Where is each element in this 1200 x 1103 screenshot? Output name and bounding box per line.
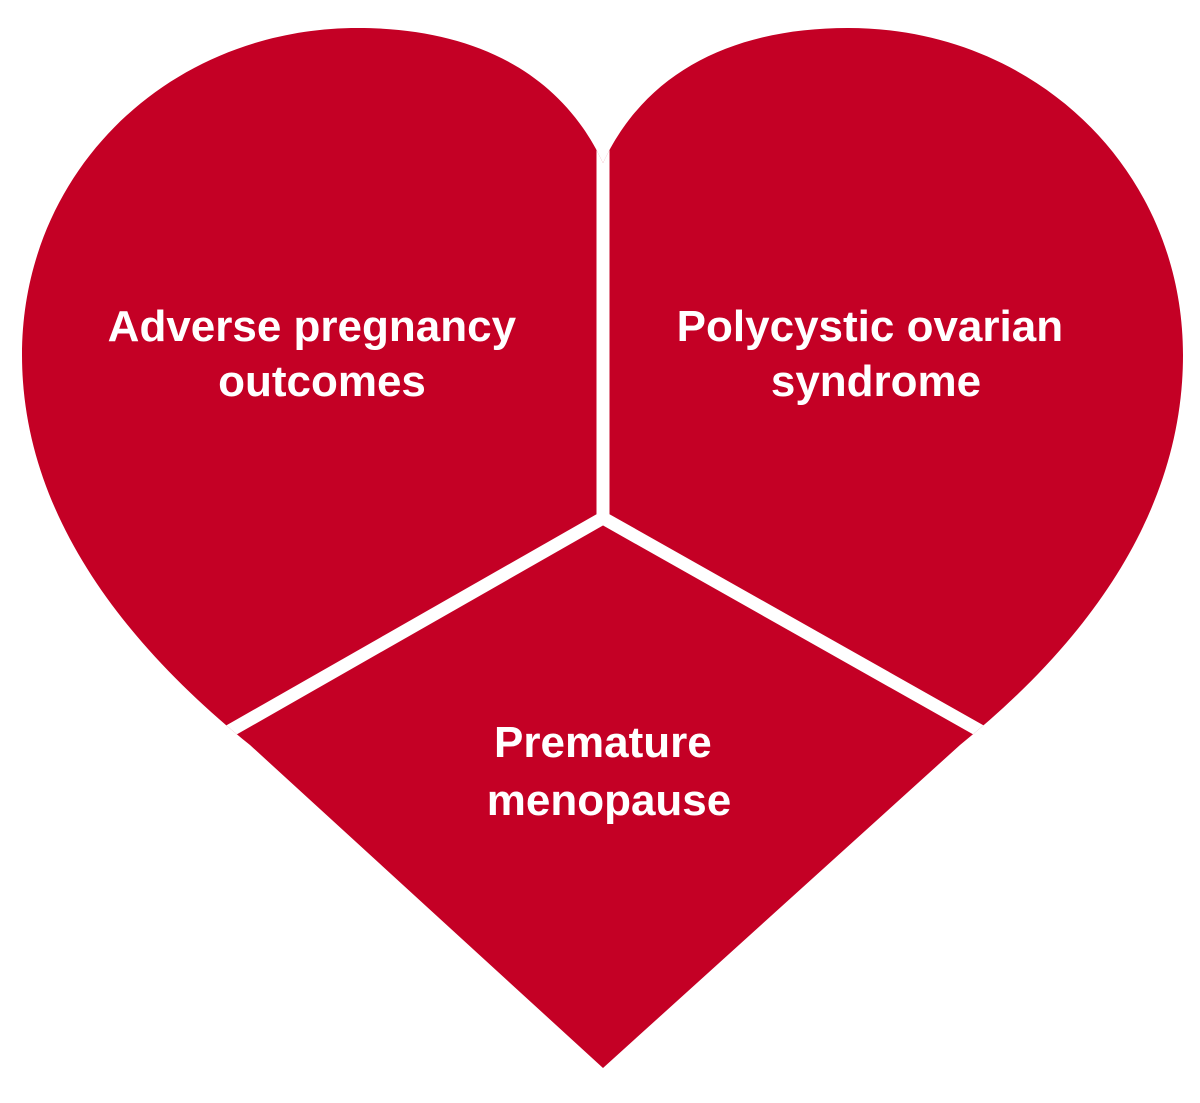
segment-adverse-pregnancy-outcomes xyxy=(22,28,603,862)
label-premature-line1: Premature xyxy=(494,718,712,767)
label-adverse-line2: outcomes xyxy=(218,357,426,406)
label-polycystic-line2: syndrome xyxy=(771,357,981,406)
label-polycystic-ovarian-syndrome: Polycystic ovarian syndrome xyxy=(677,302,1076,406)
label-polycystic-line1: Polycystic ovarian xyxy=(677,302,1063,351)
label-adverse-pregnancy-outcomes: Adverse pregnancy outcomes xyxy=(108,302,529,406)
label-premature-menopause: Premature menopause xyxy=(487,718,732,825)
segment-polycystic-ovarian-syndrome xyxy=(603,28,1183,855)
label-adverse-line1: Adverse pregnancy xyxy=(108,302,517,351)
label-premature-line2: menopause xyxy=(487,776,732,825)
